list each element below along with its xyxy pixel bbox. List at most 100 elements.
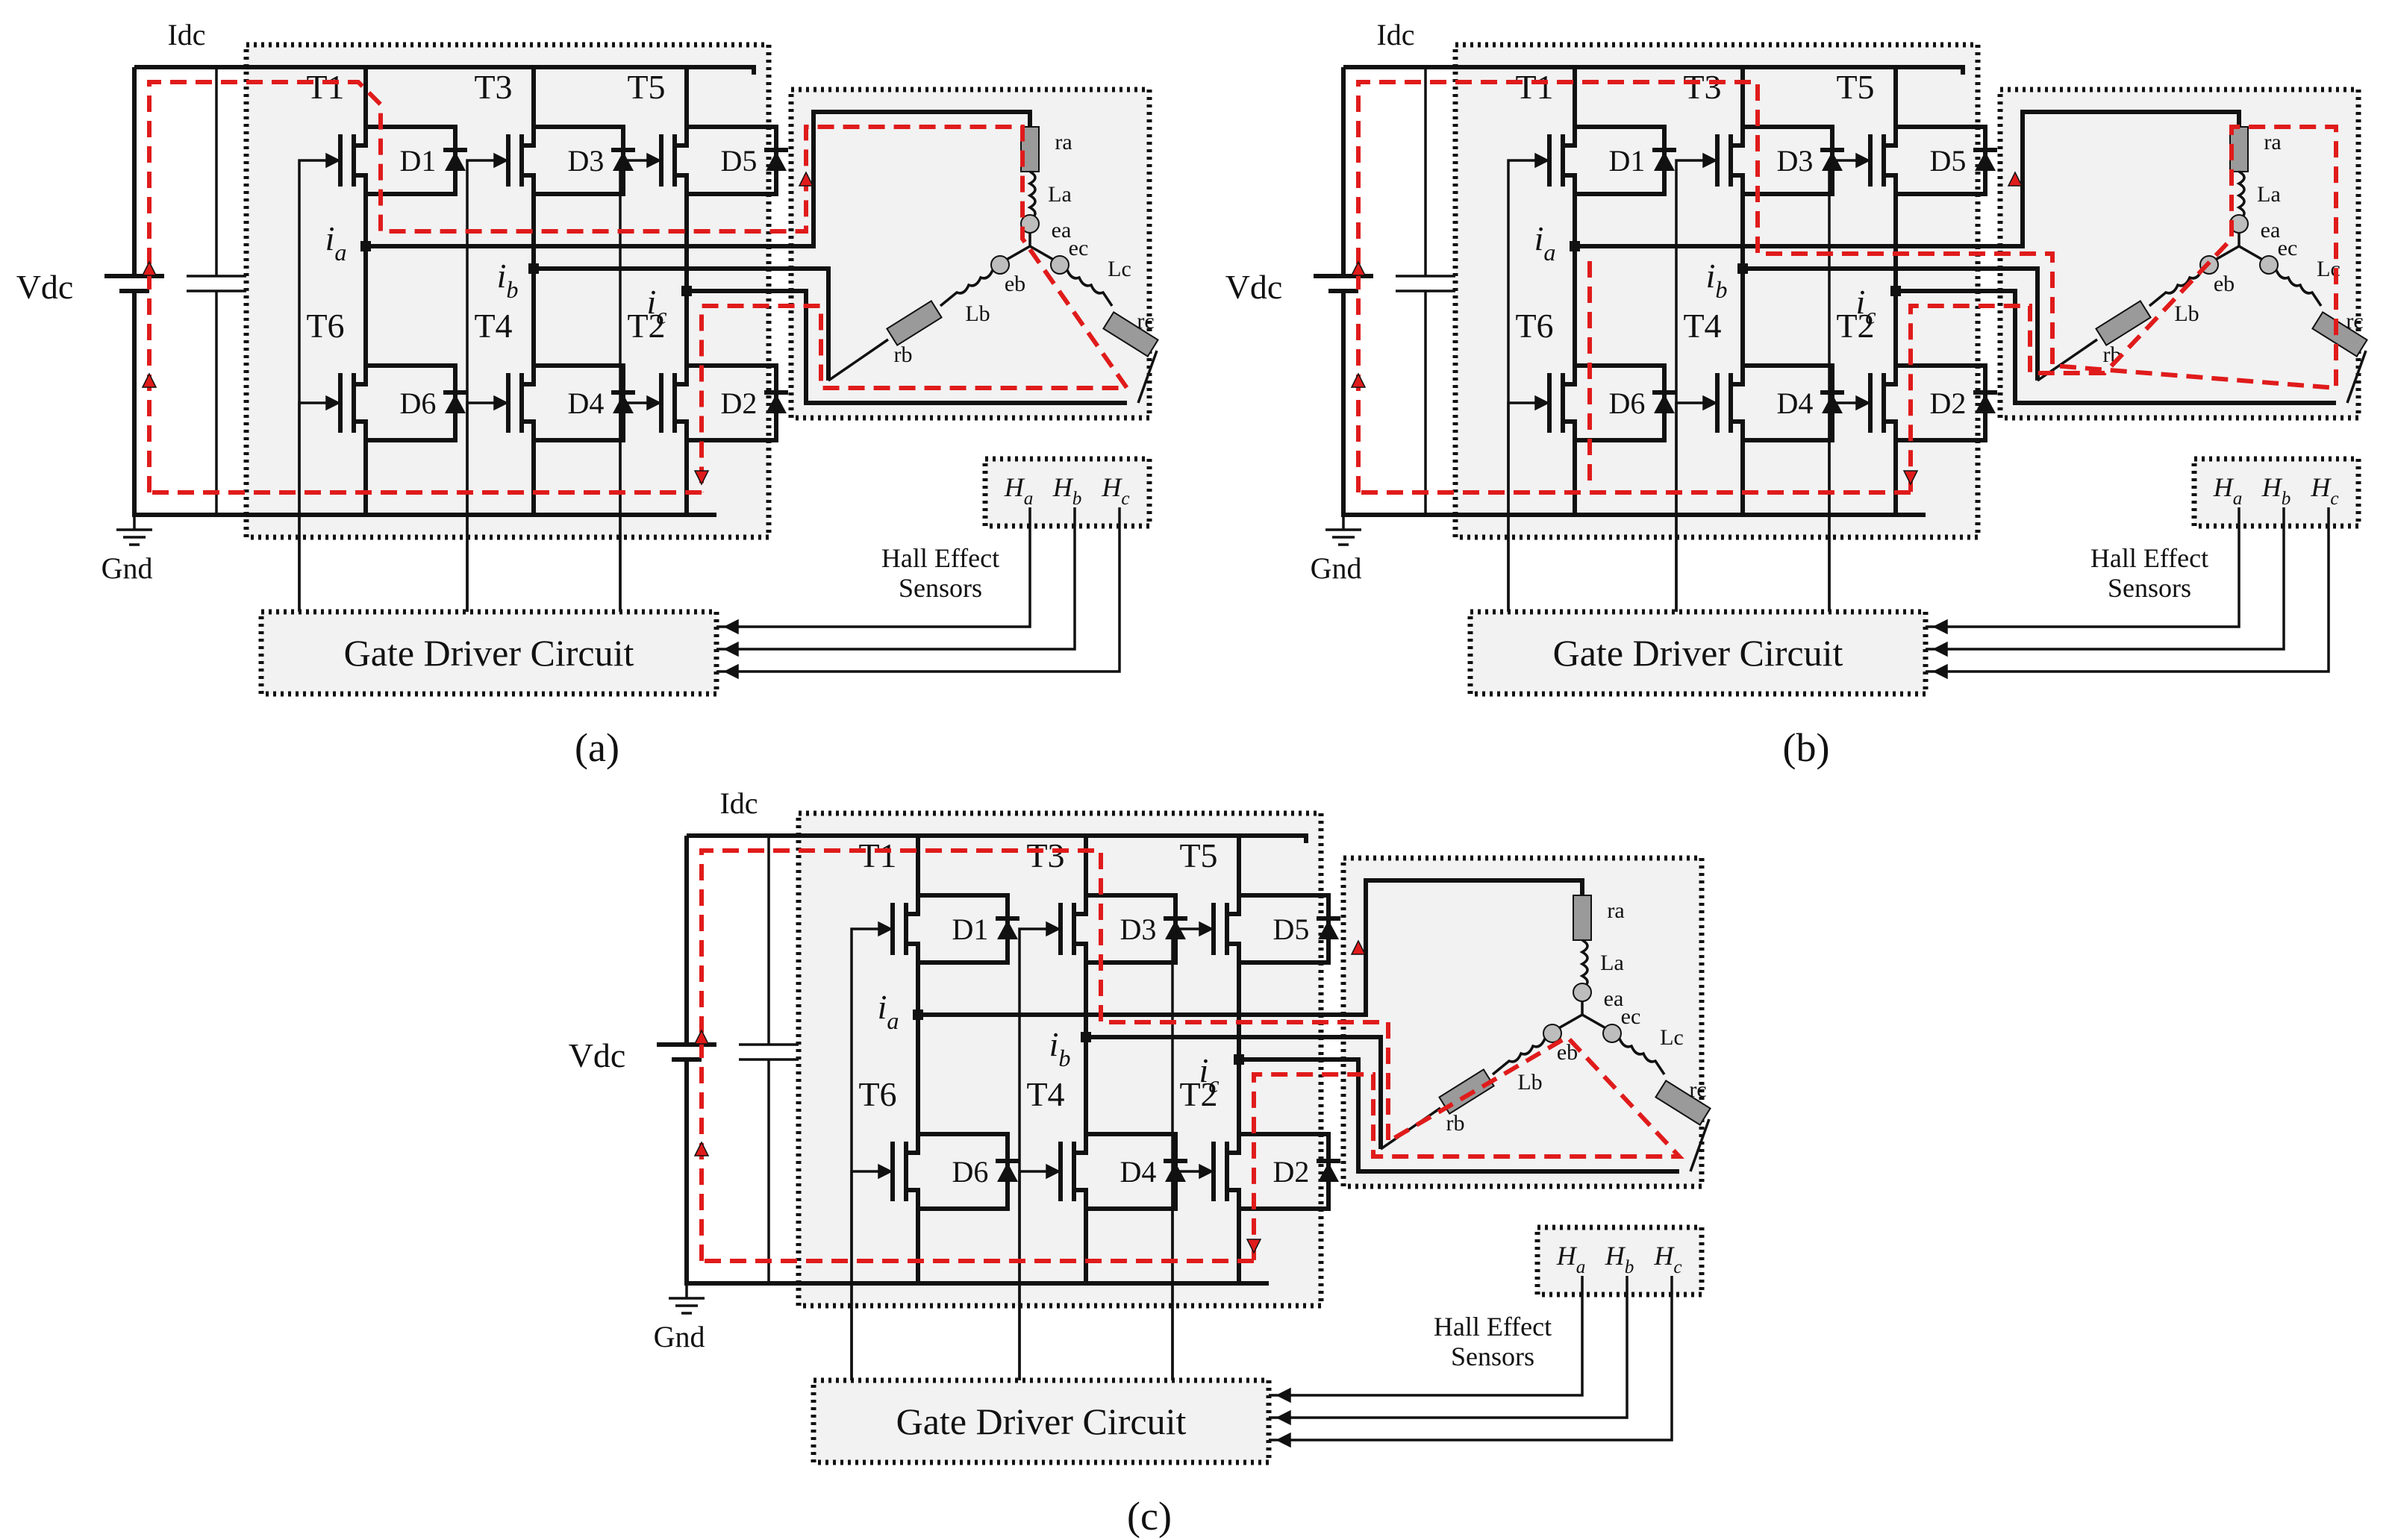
ra-label: ra <box>1055 130 1072 154</box>
t1-gate-arrow <box>325 152 341 169</box>
d5-label: D5 <box>1930 144 1967 178</box>
hall-b-line <box>716 507 1076 651</box>
t2-label: T2 <box>1179 1075 1217 1113</box>
d6-label: D6 <box>952 1155 989 1189</box>
t2-gate-arrow <box>1855 395 1871 411</box>
hall-c-label: Hc <box>2310 472 2338 509</box>
hall-b-line <box>1926 507 2285 651</box>
ib-label: ib <box>1706 257 1728 303</box>
phase-c-wire <box>1239 1057 1679 1174</box>
t4-drain <box>522 366 536 386</box>
hall-title-1: Hall Effect <box>2090 543 2208 573</box>
phase-b-wire <box>1743 266 2040 381</box>
phase-a-wire <box>366 110 1032 248</box>
dc-positive-rail <box>134 65 756 75</box>
d3-label: D3 <box>568 144 605 178</box>
d6-symbol <box>997 1162 1018 1182</box>
motor-box-bg <box>791 90 1149 418</box>
idc-label: Idc <box>167 18 205 51</box>
t6-label: T6 <box>1515 307 1553 345</box>
la-inductor <box>1027 170 1037 222</box>
t3-label: T3 <box>1683 68 1721 106</box>
t3-source <box>522 173 536 194</box>
gnd-label: Gnd <box>102 551 153 585</box>
ia-label-sub: a <box>1543 239 1555 266</box>
hall-a-label-main: H <box>1004 472 1025 502</box>
hall-a-line <box>1926 507 2240 628</box>
hall-c-label-sub: c <box>2330 489 2338 509</box>
motor-box-bg <box>2000 90 2358 418</box>
hall-c-label-sub: c <box>1673 1257 1681 1277</box>
t1-gate-arrow <box>1534 152 1550 169</box>
t4-gate-arrow <box>1702 395 1718 411</box>
ea-source <box>1573 983 1592 1002</box>
hall-a-label: Ha <box>2213 472 2243 509</box>
t1-label: T1 <box>858 836 896 874</box>
hall-c-label: Hc <box>1101 472 1129 509</box>
hall-b-arrow <box>723 641 739 657</box>
current-arrow-dc-2 <box>141 372 157 388</box>
d5-symbol <box>766 151 787 171</box>
d2-symbol <box>766 394 787 413</box>
idc-label: Idc <box>1376 18 1414 51</box>
rb-resistor <box>1438 1068 1495 1115</box>
dc-positive-rail <box>1343 65 1965 75</box>
t4-label: T4 <box>1683 307 1721 345</box>
ra-label: ra <box>1607 898 1624 923</box>
hall-box-bg <box>985 459 1149 526</box>
t2-source <box>1227 1188 1241 1209</box>
d5-symbol <box>1318 920 1339 939</box>
d1-symbol <box>445 151 466 171</box>
phase-a-wire <box>1575 110 2241 248</box>
gate-driver-label: Gate Driver Circuit <box>1553 632 1843 674</box>
hall-a-label: Ha <box>1556 1241 1586 1277</box>
phase-b-wire <box>534 266 831 381</box>
hall-b-label-sub: b <box>1072 489 1082 509</box>
t3-drain <box>1074 895 1088 916</box>
t3-gate-arrow <box>493 152 509 169</box>
t5-label: T5 <box>1179 836 1217 874</box>
panel-b: Gate Driver CircuitVdcIdcGndT1D1T6D6T3D3… <box>1225 18 2368 770</box>
t5-source <box>675 173 689 194</box>
t4-drain <box>1731 366 1745 386</box>
rc-lead <box>1137 350 1158 404</box>
rb-resistor <box>886 300 943 346</box>
t1-drain <box>1563 127 1577 148</box>
t5-drain <box>1227 895 1241 916</box>
d4-label: D4 <box>568 386 605 420</box>
hall-sensor-box <box>1534 1224 1705 1298</box>
ec-source <box>2259 255 2279 275</box>
hall-c-arrow <box>723 663 739 680</box>
ia-label-main: i <box>878 988 887 1026</box>
t1-source <box>354 173 368 194</box>
rc-resistor <box>1655 1080 1711 1126</box>
ib-label-sub: b <box>1715 276 1727 303</box>
ib-label: ib <box>1049 1025 1071 1071</box>
hall-a-line <box>1269 1276 1584 1397</box>
t6-source <box>354 419 368 440</box>
ia-label-sub: a <box>334 239 346 266</box>
rc-lead <box>1689 1118 1711 1172</box>
t3-drain <box>522 127 536 148</box>
d2-symbol <box>1975 394 1996 413</box>
hall-a-arrow <box>1932 619 1948 635</box>
hall-title-1: Hall Effect <box>881 543 999 573</box>
hall-a-label-main: H <box>1556 1241 1578 1271</box>
star-c <box>1029 245 1057 263</box>
t4-drain <box>1074 1134 1088 1155</box>
eb-label: eb <box>1005 272 1025 296</box>
ec-source <box>1602 1024 1622 1043</box>
t4-source <box>1731 419 1745 440</box>
rc-label: rc <box>2346 309 2363 334</box>
d5-symbol <box>1975 151 1996 171</box>
d4-label: D4 <box>1777 386 1814 420</box>
panel-caption-b: (b) <box>1783 725 1830 770</box>
star-c <box>2238 245 2266 263</box>
t2-drain <box>1227 1134 1241 1155</box>
hall-b-label: Hb <box>1052 472 1082 509</box>
hall-b-arrow <box>1932 641 1948 657</box>
lb-label: Lb <box>965 301 990 326</box>
hall-b-label-sub: b <box>1625 1257 1634 1277</box>
hall-b-label: Hb <box>2261 472 2291 509</box>
hall-a-label-sub: a <box>1024 489 1034 509</box>
